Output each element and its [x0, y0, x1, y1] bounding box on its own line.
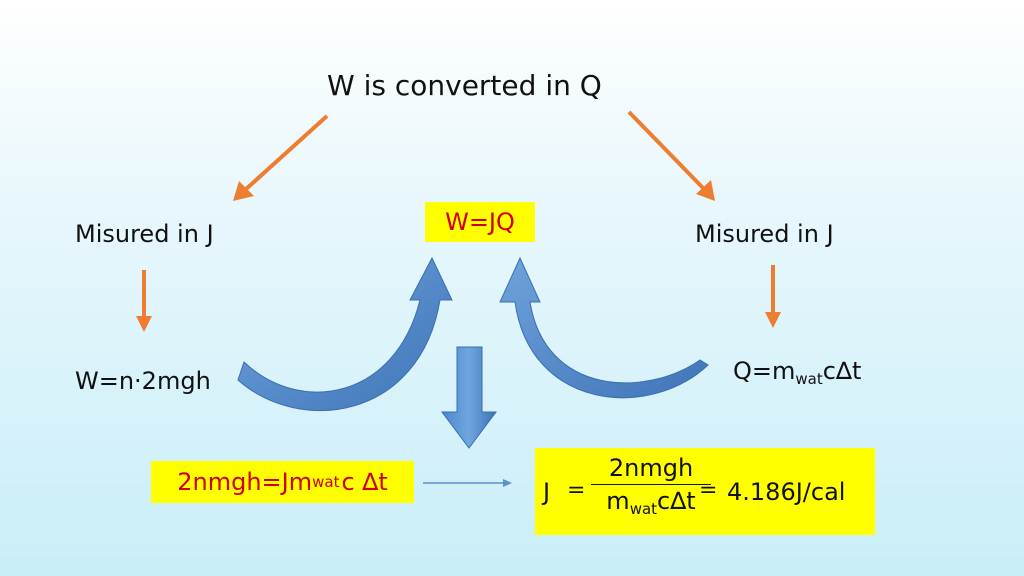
final-eq-numerator: 2nmgh [608, 454, 694, 482]
combined-eq-rest: c ∆t [341, 468, 388, 496]
arrow-left-down [136, 270, 152, 332]
center-equation: W=JQ [425, 202, 535, 242]
arrow-right-down [765, 265, 781, 328]
den-rest: c∆t [657, 487, 696, 515]
final-eq-lhs: J [543, 478, 551, 506]
curved-arrow-left [237, 256, 453, 412]
diagram-title: W is converted in Q [327, 69, 602, 102]
right-formula-sub: wat [795, 370, 823, 388]
final-eq-denominator: mwatc∆t [591, 487, 711, 517]
den-sub: wat [629, 500, 658, 518]
down-block-arrow [441, 346, 497, 449]
arrow-to-final-eq [423, 479, 512, 487]
final-eq-equals-1: = [567, 478, 586, 503]
final-eq-fraction: 2nmgh mwatc∆t [591, 454, 711, 517]
arrow-title-to-right [627, 110, 715, 201]
combined-eq-main: 2nmgh=Jm [177, 468, 313, 496]
curved-arrow-right [499, 256, 709, 399]
fraction-bar [591, 484, 711, 485]
final-equation: J = 2nmgh mwatc∆t = 4.186J/cal [535, 448, 875, 535]
right-formula-rest: c∆t [822, 357, 862, 385]
left-formula: W=n·2mgh [75, 367, 211, 395]
right-formula: Q=mwatc∆t [733, 357, 862, 387]
den-main: m [606, 487, 630, 515]
final-eq-equals-2: = [699, 478, 718, 503]
final-eq-result: 4.186J/cal [727, 478, 846, 506]
arrow-title-to-left [233, 114, 329, 201]
left-unit-label: Misured in J [75, 220, 214, 248]
right-formula-main: Q=m [733, 357, 796, 385]
right-unit-label: Misured in J [695, 220, 834, 248]
